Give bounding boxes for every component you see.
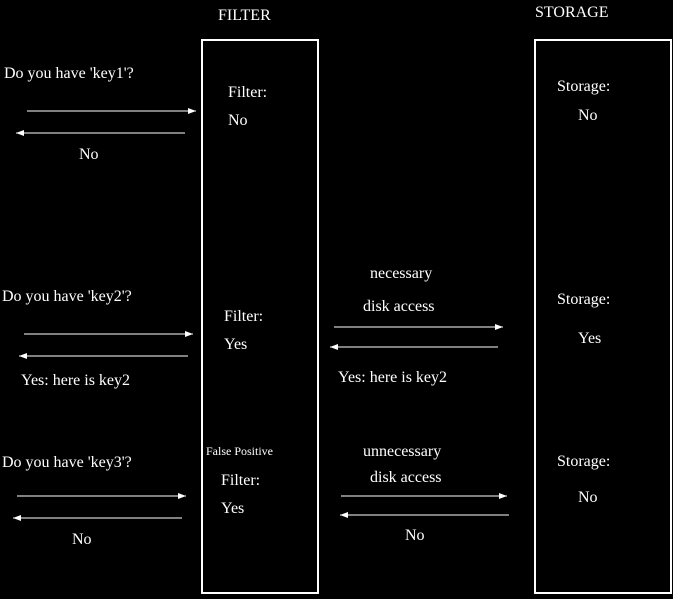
filter-column-box <box>201 39 319 594</box>
filter-header: FILTER <box>218 7 271 24</box>
key3-client-answer: No <box>72 531 92 548</box>
key1-storage-label: Storage: <box>557 78 611 95</box>
key2-storage-label: Storage: <box>557 291 611 308</box>
storage-column-box <box>534 39 672 594</box>
key2-access-line2: disk access <box>363 298 435 315</box>
key2-storage-reply: Yes: here is key2 <box>338 369 448 386</box>
key2-access-line1: necessary <box>370 265 433 282</box>
key3-storage-label: Storage: <box>557 453 611 470</box>
key1-question: Do you have 'key1'? <box>4 65 134 82</box>
key3-storage-value: No <box>578 489 598 506</box>
storage-header: STORAGE <box>535 4 609 21</box>
key3-access-line2: disk access <box>370 469 442 486</box>
key2-filter-value: Yes <box>224 336 248 353</box>
key3-filter-value: Yes <box>221 500 245 517</box>
key2-question: Do you have 'key2'? <box>2 288 132 305</box>
false-positive-note: False Positive <box>206 444 274 458</box>
key2-storage-value: Yes <box>578 330 602 347</box>
key2-filter-label: Filter: <box>224 308 264 325</box>
key3-filter-label: Filter: <box>221 472 261 489</box>
key2-client-answer: Yes: here is key2 <box>21 372 131 389</box>
key3-access-line1: unnecessary <box>363 443 442 460</box>
key3-question: Do you have 'key3'? <box>2 454 132 471</box>
key1-filter-label: Filter: <box>228 84 268 101</box>
key1-client-answer: No <box>79 146 99 163</box>
key1-storage-value: No <box>578 107 598 124</box>
key3-storage-reply: No <box>405 527 425 544</box>
key1-filter-value: No <box>228 112 248 129</box>
